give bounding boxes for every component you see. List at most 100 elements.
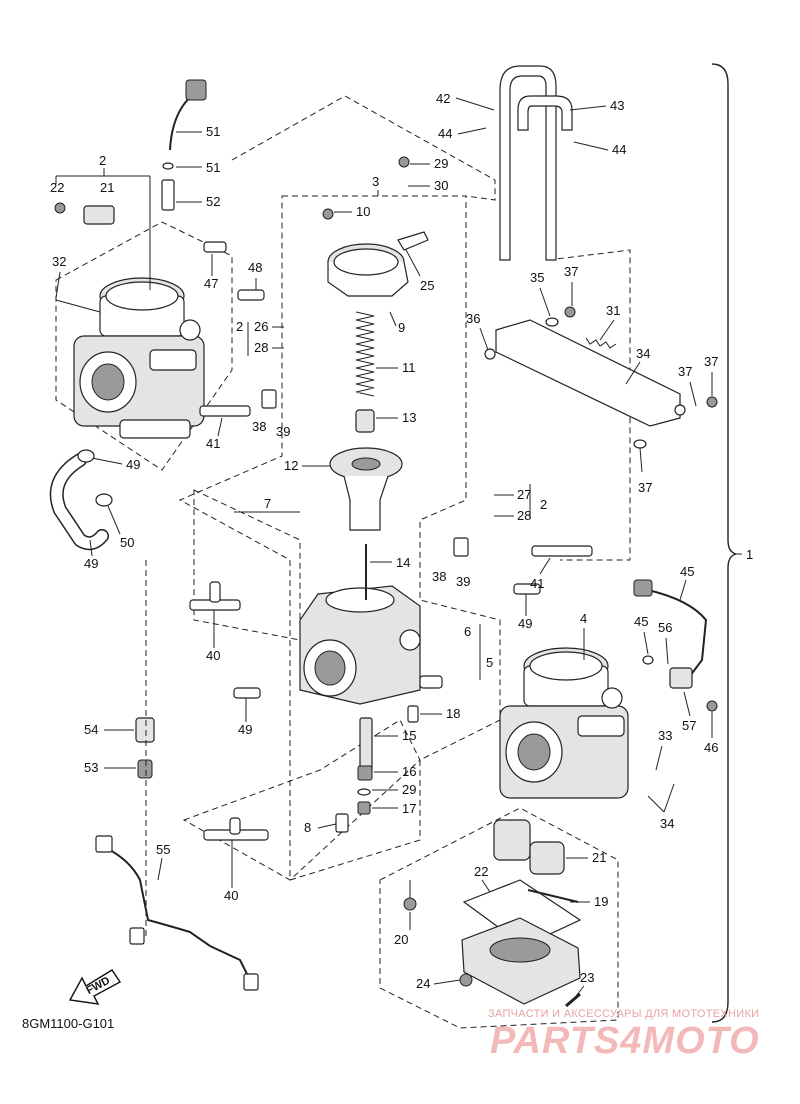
callout-40-a: 39 xyxy=(276,424,290,439)
hose-inner xyxy=(51,454,108,549)
callout-12: 12 xyxy=(284,458,298,473)
washer xyxy=(357,788,371,796)
callout-49-d: 49 xyxy=(518,616,532,631)
callout-49-a: 47 xyxy=(204,276,218,291)
callout-3: 3 xyxy=(372,174,379,189)
callout-17: 17 xyxy=(402,801,416,816)
callout-39-a: 38 xyxy=(252,419,266,434)
callout-41-b: 40 xyxy=(224,888,238,903)
callout-38-b: 37 xyxy=(704,354,718,369)
callout-48: 46 xyxy=(704,740,718,755)
callout-54: 52 xyxy=(206,194,220,209)
callout-15: 15 xyxy=(402,728,416,743)
starter-jet xyxy=(407,705,419,723)
callout-23: 23 xyxy=(580,970,594,985)
fitting-49-d xyxy=(513,583,541,595)
callout-18: 18 xyxy=(446,706,460,721)
callout-49-c: 49 xyxy=(238,722,252,737)
callout-53: 51 xyxy=(206,160,220,175)
callout-10: 10 xyxy=(356,204,370,219)
callout-44-a: 42 xyxy=(436,91,450,106)
callout-47: 45 xyxy=(634,614,648,629)
callout-11: 11 xyxy=(402,360,416,375)
washer-53 xyxy=(162,162,174,170)
left-carburetor xyxy=(73,277,205,439)
pilot-jet xyxy=(357,801,371,815)
sensor-46-connector xyxy=(633,579,653,597)
callout-27: 25 xyxy=(420,278,434,293)
drain-screw xyxy=(565,992,581,1008)
callout-36: 34 xyxy=(636,346,650,361)
callout-40-b: 39 xyxy=(456,574,470,589)
callout-33: 31 xyxy=(606,303,620,318)
callout-8: 8 xyxy=(304,820,311,835)
fitting-49-a xyxy=(203,241,227,253)
float-pin xyxy=(527,889,579,903)
callout-43: 41 xyxy=(530,576,544,591)
callout-2-a: 2 xyxy=(99,153,106,168)
outline-jets-left xyxy=(182,719,421,881)
float-bowl xyxy=(461,879,582,1005)
harness-connector-a xyxy=(95,835,113,853)
fitting-41-upper xyxy=(189,581,241,611)
callout-22: 22 xyxy=(474,864,488,879)
diaphragm-piston xyxy=(329,447,403,531)
callout-50: 49 xyxy=(84,556,98,571)
fwd-arrow: FWD xyxy=(68,969,122,1005)
wire-harness xyxy=(105,847,251,981)
outline-left-carb xyxy=(55,221,233,471)
callout-5: 5 xyxy=(486,655,493,670)
callout-19: 19 xyxy=(594,894,608,909)
callout-32: 30 xyxy=(434,178,448,193)
callout-9: 9 xyxy=(398,320,405,335)
callout-26: 22 xyxy=(50,180,64,195)
callout-46: 45 xyxy=(680,564,694,579)
fitting-43 xyxy=(531,545,593,557)
outline-upper xyxy=(231,95,496,201)
callout-41-a: 40 xyxy=(206,648,220,663)
callout-6: 6 xyxy=(464,624,471,639)
callout-42: 41 xyxy=(206,436,220,451)
callout-59: 57 xyxy=(682,718,696,733)
callout-37-a: 35 xyxy=(530,270,544,285)
callout-38-a: 37 xyxy=(564,264,578,279)
sensor-46-cable xyxy=(647,589,708,677)
callout-31: 29 xyxy=(434,156,448,171)
harness-connector-c xyxy=(243,973,259,991)
fitting-49-b xyxy=(237,289,265,301)
callout-49-b: 48 xyxy=(248,260,262,275)
callout-52: 51 xyxy=(206,124,220,139)
vent-tubes xyxy=(499,65,573,261)
callout-2-b: 2 xyxy=(236,319,243,334)
throttle-spring xyxy=(355,311,375,397)
callout-21: 21 xyxy=(592,850,606,865)
callout-34-b: 33 xyxy=(658,728,672,743)
callout-51-a: 49 xyxy=(126,457,140,472)
callout-57: 55 xyxy=(156,842,170,857)
spring-54 xyxy=(161,179,175,211)
callout-39-b: 38 xyxy=(432,569,446,584)
carb-top-cover xyxy=(327,243,409,297)
fitting-49-c xyxy=(233,687,261,699)
callout-24: 24 xyxy=(416,976,430,991)
callout-51-b: 50 xyxy=(120,535,134,550)
main-carburetor-body xyxy=(299,585,443,705)
callout-58: 56 xyxy=(658,620,672,635)
callout-45-b: 44 xyxy=(612,142,626,157)
callout-1: 1 xyxy=(746,547,753,562)
callout-28-a: 26 xyxy=(254,319,268,334)
plug xyxy=(335,813,349,833)
main-jet xyxy=(357,765,373,781)
fitting-56 xyxy=(135,717,155,743)
callout-28-b: 27 xyxy=(517,487,531,502)
diagram-code: 8GM1100-G101 xyxy=(22,1016,115,1031)
fitting-42 xyxy=(199,405,251,417)
callout-4: 4 xyxy=(580,611,587,626)
callouts: 2 21 22 2 2 3 4 5 6 7 8 9 10 11 12 13 14… xyxy=(50,91,718,997)
callout-30: 29 xyxy=(402,782,416,797)
sensor-cable xyxy=(169,91,197,151)
bowl-screw xyxy=(459,973,473,987)
callout-37-c: 37 xyxy=(678,364,692,379)
fitting-55 xyxy=(137,759,153,779)
